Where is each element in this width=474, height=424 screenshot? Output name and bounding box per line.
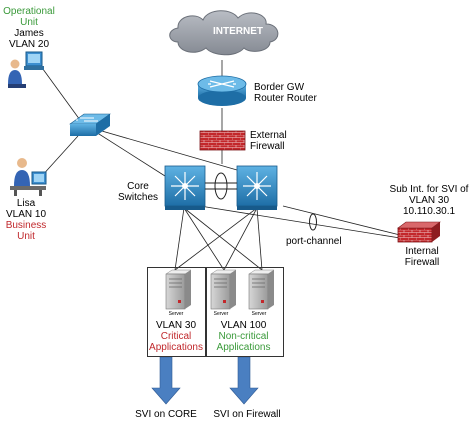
core-switches-label-line1: Core <box>127 181 149 192</box>
internal-firewall-sub-label-line1: Sub Int. for SVI of <box>389 184 469 195</box>
border-router-label-line2: Router Router <box>254 93 317 104</box>
svi-core-label: SVI on CORE <box>135 409 197 420</box>
vlan30-desc-line1: Critical <box>160 331 192 342</box>
core-switches-label-line2: Switches <box>118 192 159 203</box>
internal-firewall-label-line1: Internal <box>405 246 439 257</box>
vlan30-id: VLAN 30 <box>155 320 197 331</box>
vlan100-label: VLAN 100 Non-critical Applications <box>205 320 282 353</box>
james-label: Operational Unit James VLAN 20 <box>0 6 58 50</box>
vlan30-desc-line2: Applications <box>149 342 203 353</box>
svi-core-arrow-icon <box>151 356 181 405</box>
svi-firewall-label: SVI on Firewall <box>213 409 281 420</box>
internet-cloud-icon <box>169 10 279 56</box>
internal-firewall-sub-label-line3: 10.110.30.1 <box>402 206 456 217</box>
james-vlan: VLAN 20 <box>8 39 50 50</box>
james-unit-line1: Operational <box>3 6 55 17</box>
internal-firewall-label: Internal Firewall <box>398 246 446 268</box>
lisa-name: Lisa <box>16 198 36 209</box>
border-router-label-line1: Border GW <box>254 82 305 93</box>
vlan30-label: VLAN 30 Critical Applications <box>147 320 205 353</box>
internet-label: INTERNET <box>213 26 263 37</box>
internal-firewall-label-line2: Firewall <box>404 257 440 268</box>
vlan30-box <box>147 267 207 357</box>
svi-firewall-arrow-icon <box>229 356 259 405</box>
external-firewall-label-line2: Firewall <box>250 141 285 152</box>
server-vlan100-b-icon <box>248 269 275 310</box>
connection-lines <box>39 60 401 271</box>
server-label-1: Server <box>168 311 184 317</box>
lisa-unit-line2: Unit <box>17 231 35 242</box>
border-router-label: Border GW Router Router <box>254 82 317 104</box>
external-firewall-icon <box>199 130 246 151</box>
james-workstation-icon <box>8 51 44 88</box>
server-vlan30-icon <box>165 269 192 310</box>
lisa-workstation-icon <box>10 158 47 196</box>
core-switch-right-icon <box>236 165 278 210</box>
vlan100-id: VLAN 100 <box>220 320 267 331</box>
port-channel-label: port-channel <box>286 236 342 247</box>
server-vlan100-a-icon <box>210 269 237 310</box>
external-firewall-label-line1: External <box>250 130 287 141</box>
lisa-label: Lisa VLAN 10 Business Unit <box>0 198 52 242</box>
james-unit-line2: Unit <box>20 17 38 28</box>
internal-firewall-sub-label: Sub Int. for SVI of VLAN 30 10.110.30.1 <box>388 184 470 217</box>
core-switches-label: Core Switches <box>118 181 158 203</box>
port-channel-ellipse-firewall <box>309 213 317 231</box>
server-label-3: Server <box>251 311 267 317</box>
internal-firewall-icon <box>397 221 441 243</box>
lisa-unit-line1: Business <box>5 220 47 231</box>
vlan100-box <box>205 267 284 357</box>
vlan100-desc-line1: Non-critical <box>218 331 269 342</box>
external-firewall-label: External Firewall <box>250 130 287 152</box>
port-channel-ellipse-core <box>214 172 228 200</box>
core-switch-left-icon <box>164 165 206 210</box>
lisa-vlan: VLAN 10 <box>5 209 47 220</box>
server-label-2: Server <box>213 311 229 317</box>
inter-switch-link <box>205 182 237 190</box>
access-switch-icon <box>69 113 111 136</box>
james-name: James <box>14 28 44 39</box>
vlan100-desc-line2: Applications <box>216 342 271 353</box>
internal-firewall-sub-label-line2: VLAN 30 <box>408 195 450 206</box>
border-router-icon <box>197 75 247 106</box>
